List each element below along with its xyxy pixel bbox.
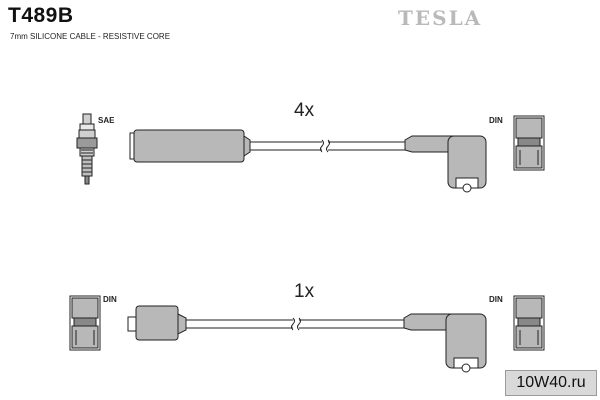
top-right-standard-label: DIN [489, 116, 503, 125]
cable-top [250, 139, 405, 153]
top-left-standard-label: SAE [98, 116, 115, 125]
angled-boot-bottom [403, 313, 487, 373]
din-connector-bottom-left [69, 295, 101, 351]
spark-plug-sae [76, 113, 98, 185]
bottom-lead [69, 295, 545, 373]
bottom-left-standard-label: DIN [103, 295, 117, 304]
cable-spec: 7mm SILICONE CABLE - RESISTIVE CORE [10, 32, 171, 41]
din-connector-top-right [513, 115, 545, 171]
top-lead [76, 113, 545, 193]
brand-logo: TESLA [398, 6, 483, 30]
site-watermark: 10W40.ru [505, 370, 597, 396]
straight-boot-top [129, 129, 251, 163]
bottom-lead-quantity: 1x [294, 281, 315, 302]
top-lead-quantity: 4x [294, 100, 315, 121]
bottom-right-standard-label: DIN [489, 295, 503, 304]
straight-boot-bottom [127, 305, 187, 341]
cable-bottom [186, 317, 404, 331]
part-code: T489B [8, 4, 74, 27]
din-connector-bottom-right [513, 295, 545, 351]
angled-boot-top [404, 135, 487, 193]
